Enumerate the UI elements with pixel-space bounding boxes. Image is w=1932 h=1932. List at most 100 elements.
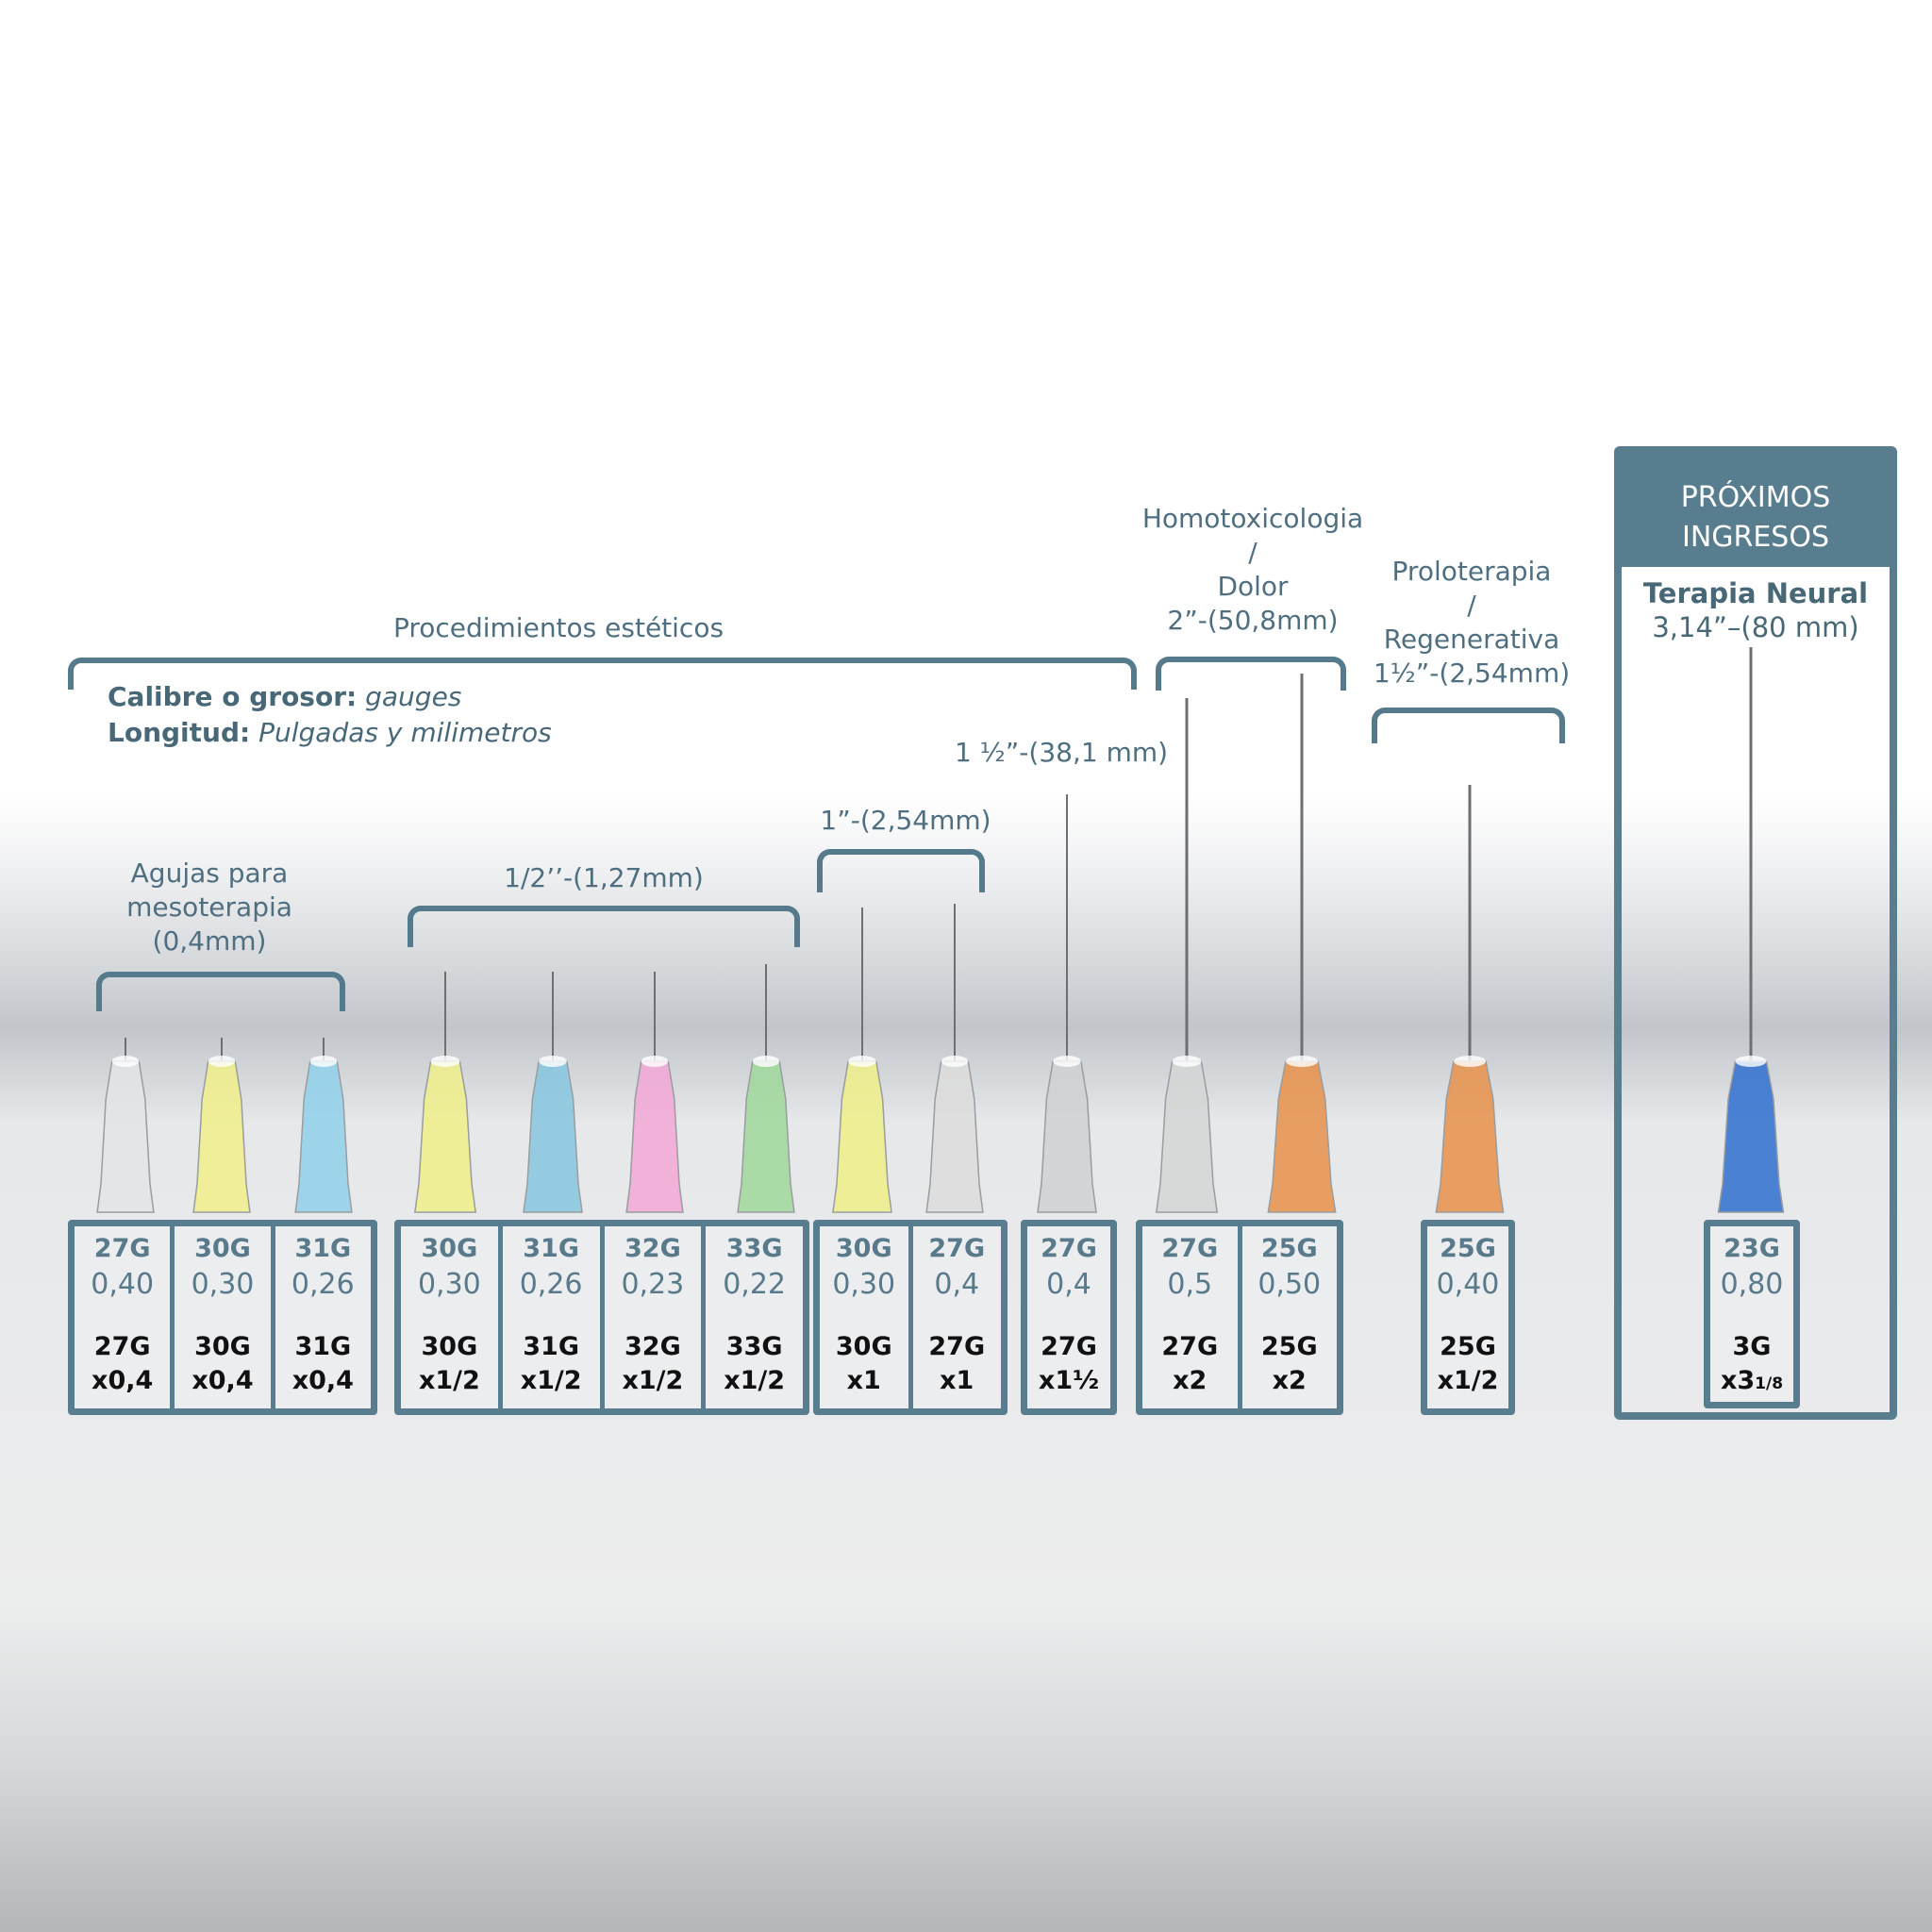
spec-diameter: 0,22 (723, 1268, 787, 1301)
spec-gauge: 30G (835, 1234, 892, 1263)
heading-proloterapia: Proloterapia / Regenerativa 1½”-(2,54mm) (1340, 555, 1604, 691)
spec-diameter: 0,4 (934, 1268, 980, 1301)
spec-length: x1 (846, 1366, 881, 1395)
spec-gauge: 27G (1161, 1234, 1219, 1263)
panel-title-main: Terapia Neural (1642, 577, 1869, 609)
spec-length: x1 (940, 1366, 974, 1395)
bracket-mesoterapia (96, 972, 345, 1011)
spec-code: 30G (421, 1332, 478, 1361)
spec-code: 31G (294, 1332, 352, 1361)
needle (737, 964, 795, 1213)
heading-prolo-line3: Regenerativa (1383, 624, 1560, 655)
bracket-one-inch (817, 849, 985, 892)
heading-prolo-line1: Proloterapia (1391, 556, 1552, 587)
needle-hub (925, 1060, 984, 1213)
spec-gauge: 30G (421, 1234, 478, 1263)
panel-title: Terapia Neural 3,14”–(80 mm) (1622, 576, 1890, 644)
spec-length: x0,4 (192, 1366, 254, 1395)
needle-cap (641, 1056, 669, 1067)
spec-code: 31G (523, 1332, 579, 1361)
heading-homotox-line1: Homotoxicologia (1141, 503, 1364, 534)
heading-procedimientos: Procedimientos estéticos (392, 612, 724, 643)
needle-cap (1453, 1056, 1487, 1067)
spec-gauge: 31G (523, 1234, 579, 1263)
needle-cap (752, 1056, 780, 1067)
spec-length: x1/2 (724, 1366, 786, 1395)
needle (925, 904, 984, 1213)
needle-hub (1267, 1060, 1337, 1213)
needle-cap (208, 1056, 236, 1067)
needle-cap (1285, 1056, 1319, 1067)
panel-header-line1: PRÓXIMOS (1680, 481, 1831, 514)
spec-length: x1/2 (520, 1366, 582, 1395)
needle-hub (96, 1060, 155, 1213)
spec-length-whole: x3 (1720, 1366, 1756, 1395)
spec-length: x2 (1272, 1366, 1307, 1395)
spec-gauge: 31G (294, 1234, 352, 1263)
needle-hub (523, 1060, 583, 1213)
needle-hub (625, 1060, 684, 1213)
spec-diameter: 0,40 (91, 1268, 155, 1301)
spec-length: x1½ (1038, 1366, 1100, 1395)
legend-longitud-value: Pulgadas y milimetros (258, 717, 552, 748)
spec-gauge: 27G (1041, 1234, 1097, 1263)
spec-code: 33G (725, 1332, 783, 1361)
spec-length: x1/2 (418, 1366, 480, 1395)
spec-gauge: 25G (1440, 1234, 1496, 1263)
spec-gauge: 25G (1260, 1234, 1318, 1263)
needle (1435, 785, 1505, 1213)
heading-mesoterapia: Agujas para mesoterapia (0,4mm) (96, 857, 323, 958)
bracket-homotoxicologia (1156, 657, 1346, 691)
heading-homotoxicologia: Homotoxicologia / Dolor 2”-(50,8mm) (1111, 502, 1394, 638)
spec-cell: 31G 0,26 31G x1/2 (503, 1226, 605, 1408)
proximos-ingresos-panel: PRÓXIMOS INGRESOS Terapia Neural 3,14”–(… (1614, 446, 1897, 1420)
spec-code: 32G (625, 1332, 681, 1361)
spec-group-proloterapia: 25G 0,40 25G x1/2 (1421, 1220, 1515, 1415)
heading-prolo-line2: / (1467, 590, 1476, 621)
spec-gauge: 32G (625, 1234, 681, 1263)
heading-one-inch: 1”-(2,54mm) (820, 805, 991, 836)
needle-cap (1735, 1056, 1767, 1067)
spec-code: 27G (928, 1332, 986, 1361)
heading-mesoterapia-line1: Agujas para (130, 858, 289, 889)
legend: Calibre o grosor: gauges Longitud: Pulga… (108, 679, 552, 751)
spec-length: x1/2 (1437, 1366, 1499, 1395)
spec-length: x31/8 (1710, 1366, 1793, 1395)
needle (523, 972, 583, 1213)
spec-code: 30G (835, 1332, 892, 1361)
panel-header: PRÓXIMOS INGRESOS (1622, 454, 1890, 567)
spec-cell: 25G 0,40 25G x1/2 (1427, 1226, 1508, 1408)
spec-code: 27G (1041, 1332, 1097, 1361)
needle (1037, 794, 1097, 1213)
spec-diameter: 0,40 (1436, 1268, 1500, 1301)
bracket-half-inch (408, 906, 800, 947)
spec-code: 27G (93, 1332, 151, 1361)
needle-hub (1155, 1060, 1219, 1213)
needle-cap (848, 1056, 876, 1067)
bracket-proloterapia (1372, 708, 1565, 743)
needle-cap (309, 1056, 338, 1067)
spec-diameter: 0,26 (291, 1268, 355, 1301)
spec-diameter: 0,26 (519, 1268, 583, 1301)
heading-homotox-line4: 2”-(50,8mm) (1167, 605, 1339, 636)
needle (96, 1038, 155, 1213)
needle-cap (430, 1056, 460, 1067)
panel-title-sub: 3,14”–(80 mm) (1652, 611, 1859, 643)
needle (1717, 647, 1785, 1213)
needle-cap (1053, 1056, 1081, 1067)
spec-diameter: 0,50 (1257, 1268, 1322, 1301)
legend-longitud-key: Longitud: (108, 717, 251, 748)
spec-length: x2 (1173, 1366, 1208, 1395)
needle-hub (413, 1060, 477, 1213)
spec-code: 25G (1440, 1332, 1496, 1361)
heading-one-and-half: 1 ½”-(38,1 mm) (954, 737, 1169, 768)
needle-hub (1037, 1060, 1097, 1213)
